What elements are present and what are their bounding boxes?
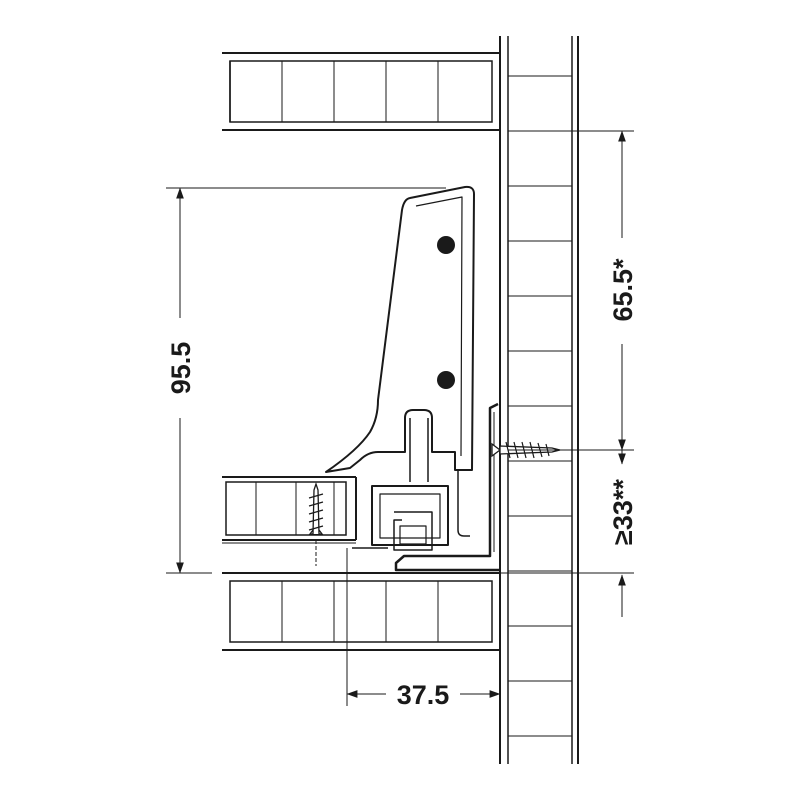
side-wall-panel (499, 36, 579, 764)
runner-rail (352, 402, 500, 572)
drawer-side-profile (325, 185, 475, 551)
dimension-cabinet-offset (508, 130, 634, 451)
bottom-panel (222, 572, 500, 651)
dimension-height (166, 187, 446, 574)
mounting-hole-lower (437, 371, 455, 389)
dimension-min-clearance-label: ≥33** (608, 479, 638, 545)
fixing-screw-vertical (284, 481, 340, 566)
mounting-hole-upper (437, 236, 455, 254)
dimension-depth (346, 548, 501, 706)
drawer-bottom-panel (222, 476, 357, 544)
side-wall-cells (508, 75, 572, 737)
dimension-cabinet-offset-label: 65.5* (608, 258, 638, 322)
dimension-depth-label: 37.5 (397, 680, 450, 710)
dimension-min-clearance (500, 450, 634, 617)
top-panel (222, 52, 500, 131)
dimension-height-label: 95.5 (166, 342, 196, 395)
